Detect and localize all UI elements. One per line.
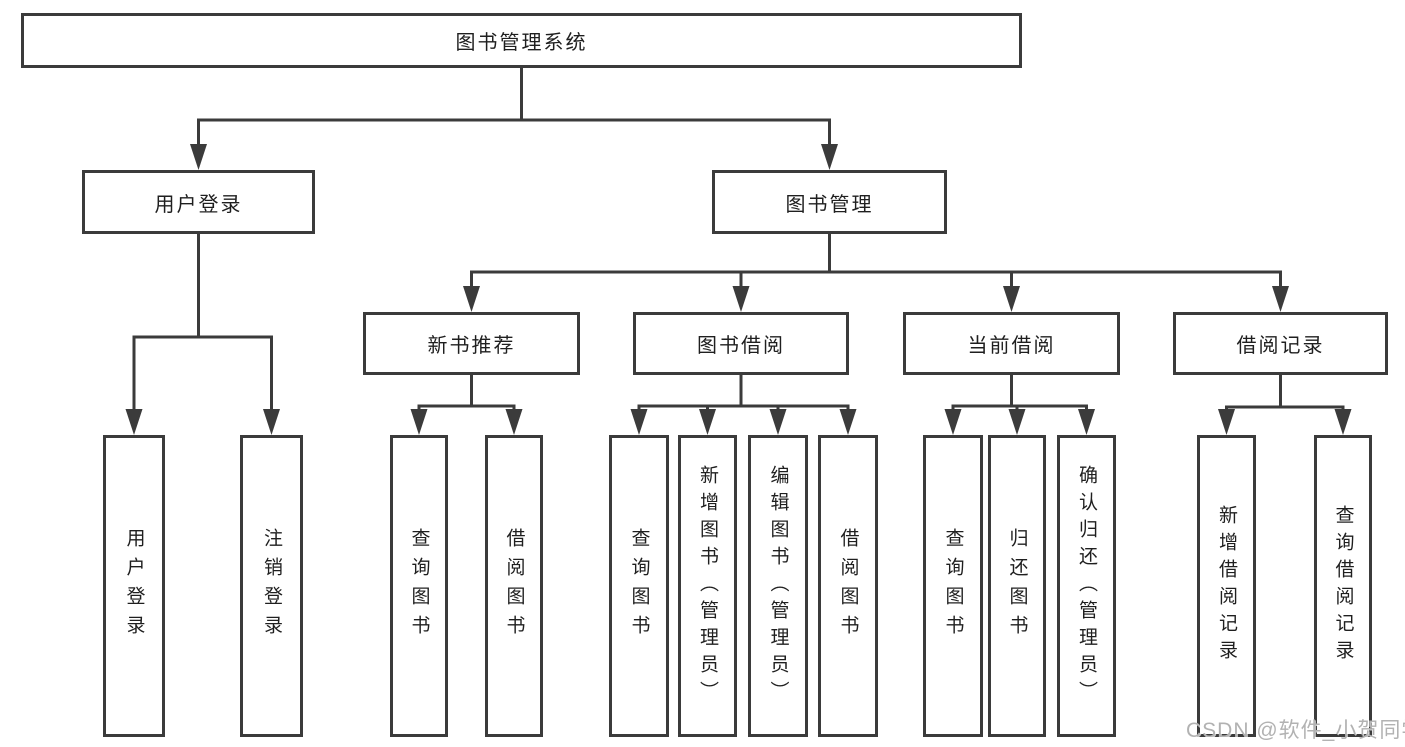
node-current-borrow: 当前借阅 (903, 312, 1120, 375)
node-leaf-borrow-book-2: 借阅图书 (818, 435, 878, 737)
node-leaf-add-borrow-record: 新增借阅记录 (1197, 435, 1256, 737)
node-leaf-query-borrow-record: 查询借阅记录 (1314, 435, 1372, 737)
node-user-login: 用户登录 (82, 170, 315, 234)
csdn-watermark: CSDN @软件_小贺同学 (1186, 719, 1405, 742)
node-leaf-logout: 注销登录 (240, 435, 303, 737)
node-leaf-query-book-2: 查询图书 (609, 435, 669, 737)
node-borrow-records: 借阅记录 (1173, 312, 1388, 375)
node-leaf-query-book-3: 查询图书 (923, 435, 983, 737)
node-book-management: 图书管理 (712, 170, 947, 234)
node-library-management-system: 图书管理系统 (21, 13, 1022, 68)
node-leaf-query-book-1: 查询图书 (390, 435, 448, 737)
node-leaf-user-login: 用户登录 (103, 435, 165, 737)
node-leaf-confirm-return-admin: 确认归还（管理员） (1057, 435, 1116, 737)
node-leaf-add-book-admin: 新增图书（管理员） (678, 435, 737, 737)
node-leaf-return-book: 归还图书 (988, 435, 1046, 737)
node-leaf-edit-book-admin: 编辑图书（管理员） (748, 435, 808, 737)
node-book-borrow: 图书借阅 (633, 312, 849, 375)
node-leaf-borrow-book-1: 借阅图书 (485, 435, 543, 737)
node-new-book-recommend: 新书推荐 (363, 312, 580, 375)
